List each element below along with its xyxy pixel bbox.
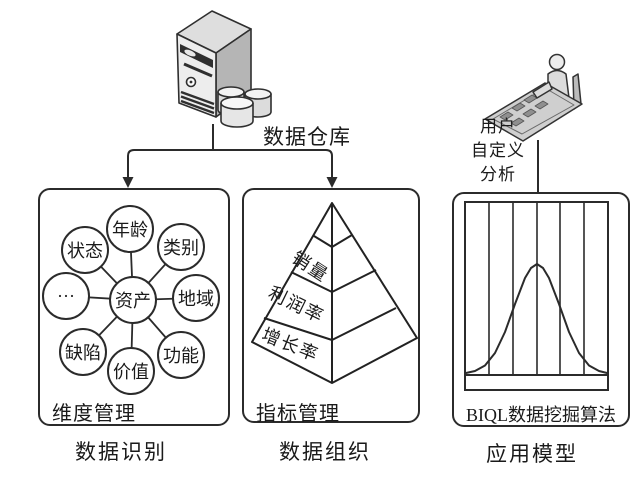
person-head [548,53,566,71]
server-slot-line [183,62,213,78]
metrics-panel-title: 指标管理 [256,403,340,425]
server-with-databases-icon [176,10,272,128]
db-cylinder-back-left-top [217,86,245,98]
node-function: 功能 [157,331,205,379]
dimension-management-panel [38,188,230,426]
caption-application-model: 应用模型 [486,442,578,466]
node-category: 类别 [157,223,205,271]
server-drive-slot [184,49,196,57]
person-arm [532,81,553,99]
bell-curve-chart [464,201,609,391]
node-region: 地域 [172,274,220,322]
server-power-dot [189,80,193,84]
db-cylinder-front-top [220,96,254,110]
user-analysis-line-2: 自定义 [471,141,525,160]
node-status: 状态 [61,226,109,274]
arrowhead-right [326,177,338,188]
bell-curve [465,263,608,374]
user-analysis-line-1: 用户 [480,117,516,136]
board-keys [499,94,549,127]
server-vents [180,90,215,115]
caption-data-organization: 数据组织 [279,440,371,464]
user-analysis-label: 用户 自定义 分析 [458,115,538,187]
chart-gridlines [488,202,585,375]
node-ellipsis: ··· [42,272,90,320]
caption-data-identification: 数据识别 [75,440,167,464]
warehouse-branch-connector [127,124,333,179]
db-cylinder-back-right-top [244,88,272,100]
node-defect: 缺陷 [59,328,107,376]
node-age: 年龄 [106,205,154,253]
user-analysis-line-3: 分析 [480,165,516,184]
user-at-workstation-icon [484,53,583,142]
hub-asset: 资产 [109,276,157,324]
connector-branch [127,149,333,179]
metrics-pyramid [251,202,418,384]
arrowhead-left [122,177,134,188]
warehouse-label: 数据仓库 [263,125,351,149]
dimension-panel-title: 维度管理 [52,403,136,425]
metrics-management-panel [242,188,420,423]
node-value: 价值 [107,347,155,395]
application-model-panel [452,192,630,427]
model-panel-title: BIQL数据挖掘算法 [466,405,616,425]
pyramid-division-2 [290,269,377,293]
pyramid-division-3 [263,307,397,341]
pyramid-division-1 [313,234,353,248]
